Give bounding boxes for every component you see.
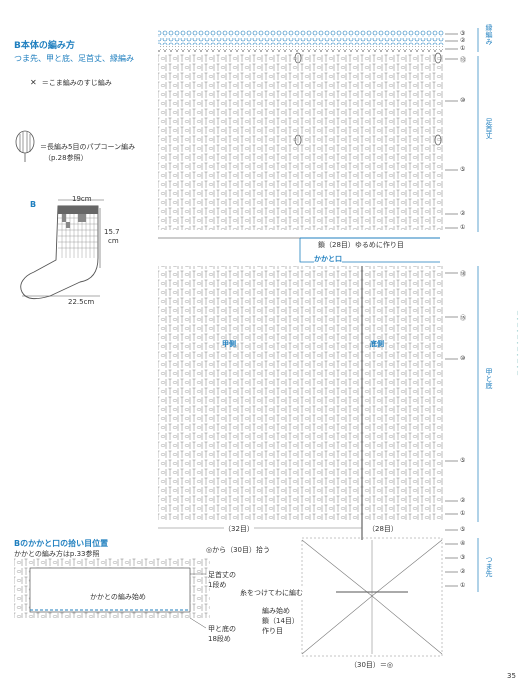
row-num-instep-1: ① xyxy=(460,510,466,517)
row-num-toe-2: ② xyxy=(460,568,466,575)
label-instep-sole: 甲と底 xyxy=(484,368,494,389)
chain-note: 鎖（28目）ゆるめに作り目 xyxy=(318,240,404,250)
legend-popcorn-ref: （p.28参照） xyxy=(44,154,88,162)
instep-row-line-1: 甲と底の xyxy=(208,625,236,633)
label-toe: つま先 xyxy=(484,556,494,577)
legend-x-text: ＝こま編みのすじ編み xyxy=(41,79,112,87)
legend-popcorn-text: ＝長編み5目のパプコーン編み xyxy=(40,143,136,151)
sock-label: B xyxy=(30,200,37,209)
side-decoration: －・－・－・－・－・－ xyxy=(513,310,520,377)
ankle-row-note: 足首丈の 1段め xyxy=(208,570,236,590)
row-num-edging-2: ② xyxy=(460,37,466,44)
heel-section-note: かかとの編み方はp.33参照 xyxy=(14,550,100,558)
page-subtitle: つま先、甲と底、足首丈、縁編み xyxy=(14,54,134,63)
sole-label: 底側 xyxy=(370,340,384,348)
row-num-instep-5: ⑤ xyxy=(460,457,466,464)
heel-start-label: かかとの編み始め xyxy=(90,593,146,601)
row-num-edging-3: ③ xyxy=(460,30,466,37)
row-num-instep-18: ⑱ xyxy=(460,271,467,278)
cast-on-note: 編み始め 鎖（14目） 作り目 xyxy=(262,606,299,636)
popcorn-stitch-icon xyxy=(14,130,36,164)
heel-opening-label: かかと口 xyxy=(314,254,342,264)
sock-foot-length: 22.5cm xyxy=(68,298,95,306)
row-num-instep-2: ② xyxy=(460,497,466,504)
page-number: 35 xyxy=(507,672,516,680)
legend-x: ✕ ＝こま編みのすじ編み xyxy=(30,70,112,89)
count-right: （28目） xyxy=(368,524,398,534)
ankle-row-line-1: 足首丈の xyxy=(208,571,236,579)
sock-cuff-width: 19cm xyxy=(72,195,92,203)
row-num-ankle-2: ② xyxy=(460,210,466,217)
count-left: （32目） xyxy=(224,524,254,534)
row-num-toe-1: ① xyxy=(460,582,466,589)
cast-on-line-2: 鎖（14目） xyxy=(262,617,299,625)
row-num-instep-10: ⑩ xyxy=(460,355,466,362)
sock-height-unit: cm xyxy=(108,237,119,245)
row-num-edging-1: ① xyxy=(460,45,466,52)
cast-on-line-3: 作り目 xyxy=(262,627,283,635)
row-num-instep-15: ⑮ xyxy=(460,315,467,322)
label-edging: 縁編み xyxy=(484,24,494,45)
row-num-toe-5: ⑤ xyxy=(460,526,466,533)
cast-on-line-1: 編み始め xyxy=(262,607,290,615)
row-num-toe-3: ③ xyxy=(460,554,466,561)
bottom-count: （30目）＝◎ xyxy=(350,661,394,669)
row-num-ankle-5: ⑤ xyxy=(460,166,466,173)
page-title: B本体の編み方 xyxy=(14,41,75,51)
instep-row-line-2: 18段め xyxy=(208,635,231,643)
sock-height: 15.7 xyxy=(104,228,120,236)
ankle-row-line-2: 1段め xyxy=(208,581,227,589)
toe-start-note: ◎から（30目）拾う xyxy=(206,546,271,554)
instep-row-note: 甲と底の 18段め xyxy=(208,624,236,644)
row-num-ankle-10: ⑩ xyxy=(460,97,466,104)
x-stitch-icon: ✕ xyxy=(30,78,37,87)
ring-note: 糸をつけてわに編む xyxy=(240,588,303,598)
row-num-ankle-13: ⑬ xyxy=(460,57,467,64)
instep-label: 甲側 xyxy=(222,340,236,348)
row-num-ankle-1: ① xyxy=(460,224,466,231)
heel-section-title: Bのかかと口の拾い目位置 xyxy=(14,539,109,548)
label-ankle: 足首丈 xyxy=(484,118,494,139)
row-num-toe-4: ④ xyxy=(460,540,466,547)
